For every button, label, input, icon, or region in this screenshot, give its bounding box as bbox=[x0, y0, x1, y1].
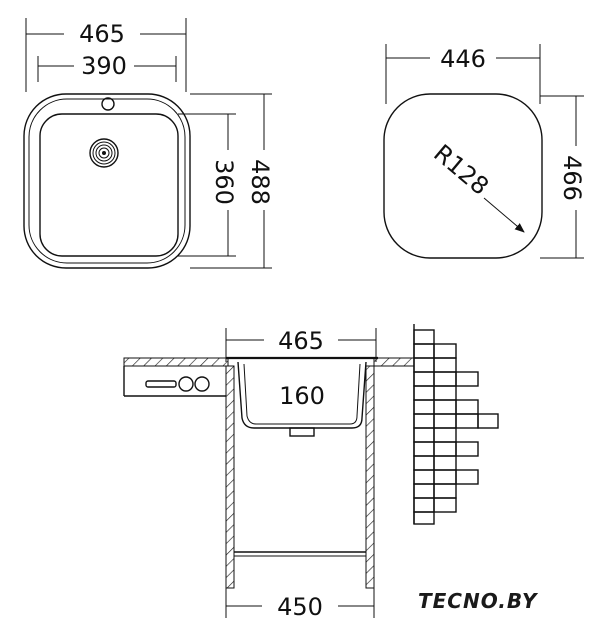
cutout-view: 446 R128 466 bbox=[383, 44, 586, 259]
label-cutout-width: 446 bbox=[440, 45, 486, 73]
drain-icon bbox=[89, 138, 119, 168]
section-view: 465 160 bbox=[123, 324, 499, 621]
dim-bowl-width: 390 bbox=[37, 52, 177, 82]
countertop bbox=[123, 357, 415, 397]
label-outer-width: 465 bbox=[79, 20, 125, 48]
label-bowl-height: 160 bbox=[279, 382, 325, 410]
label-cabinet-width: 450 bbox=[277, 593, 323, 621]
dim-cutout-depth: 466 bbox=[540, 95, 586, 259]
cutout-outline bbox=[383, 93, 543, 259]
label-bowl-width: 390 bbox=[81, 52, 127, 80]
dim-bowl-depth: 360 bbox=[178, 113, 238, 257]
label-section-top-width: 465 bbox=[278, 327, 324, 355]
dim-cutout-width: 446 bbox=[385, 44, 541, 104]
dim-cabinet-width: 450 bbox=[225, 588, 375, 621]
sink-bowl bbox=[39, 113, 179, 257]
label-cutout-depth: 466 bbox=[558, 155, 586, 201]
drain-outlet bbox=[289, 427, 315, 437]
sink-inner-rim bbox=[28, 98, 186, 264]
label-bowl-depth: 360 bbox=[210, 159, 238, 205]
dim-outer-width: 465 bbox=[25, 18, 187, 92]
tap-hole bbox=[101, 97, 115, 111]
brick-wall bbox=[413, 324, 499, 525]
label-outer-depth: 488 bbox=[246, 159, 274, 205]
tecno-logo: TECNO.BY bbox=[418, 589, 539, 613]
sink-outer-rim bbox=[23, 93, 191, 269]
drawer-front bbox=[145, 376, 210, 392]
sink-section: 160 bbox=[226, 356, 378, 437]
cabinet bbox=[225, 365, 375, 589]
dim-cutout-radius: R128 bbox=[428, 139, 525, 233]
sink-top-view: 465 390 360 bbox=[23, 18, 274, 269]
dim-outer-depth: 488 bbox=[190, 93, 274, 269]
dim-section-top-width: 465 bbox=[225, 327, 377, 362]
label-cutout-radius: R128 bbox=[428, 139, 494, 201]
